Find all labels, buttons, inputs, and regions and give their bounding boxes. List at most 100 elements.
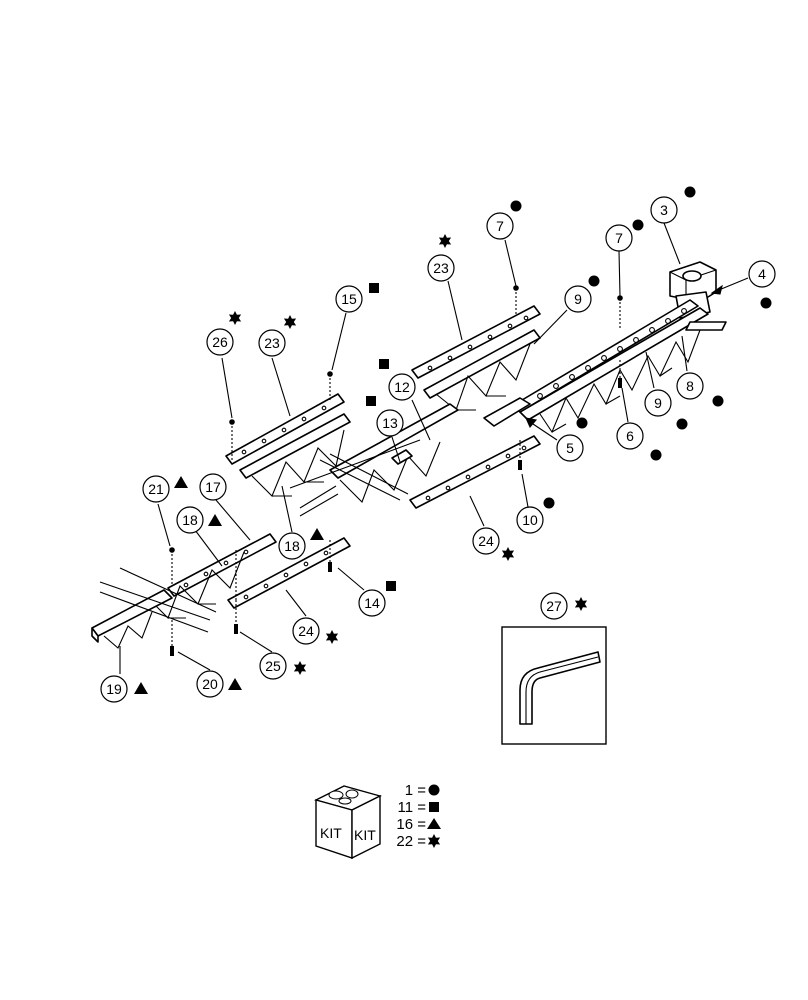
callout-14: 14 (358, 589, 386, 617)
triangle-marker (208, 514, 222, 526)
callout-26: 26 (206, 328, 234, 356)
kit-legend: KIT KIT 1 = 11 = 16 = 22 = (314, 782, 441, 860)
callout-7-right-label: 7 (615, 230, 623, 246)
callout-9-upper-label: 9 (574, 291, 582, 307)
callout-15-label: 15 (341, 291, 357, 307)
callout-12: 12 (388, 373, 416, 401)
callout-24-right: 24 (472, 527, 500, 555)
hold-down-bar-23-upper (411, 305, 541, 379)
callout-23-right: 23 (427, 254, 455, 282)
callouts: 3 4 5 6 7 7 8 9 9 10 12 13 14 15 17 18 1… (100, 196, 776, 703)
callout-8-label: 8 (686, 378, 694, 394)
callout-5: 5 (556, 434, 584, 462)
callout-24-left-label: 24 (298, 623, 314, 639)
legend-row-triangle: 16 = (396, 816, 441, 833)
star-marker (283, 315, 297, 329)
callout-9-upper: 9 (564, 285, 592, 313)
square-marker (366, 396, 376, 406)
knife-bar-5 (483, 397, 531, 427)
callout-18-left: 18 (176, 506, 204, 534)
callout-13: 13 (376, 409, 404, 437)
knife-head-19 (91, 589, 173, 649)
legend-row-star: 22 = (396, 833, 441, 850)
callout-9-lower: 9 (644, 389, 672, 417)
star-marker (501, 547, 515, 561)
callout-12-label: 12 (394, 379, 410, 395)
circle-marker (543, 497, 555, 509)
triangle-marker (174, 476, 188, 488)
callout-27: 27 (540, 592, 568, 620)
alignment-lines (171, 292, 621, 646)
callout-17: 17 (199, 473, 227, 501)
callout-9-lower-label: 9 (654, 395, 662, 411)
circle-marker (510, 200, 522, 212)
callout-20: 20 (196, 670, 224, 698)
triangle-marker (310, 528, 324, 540)
callout-15: 15 (335, 285, 363, 313)
square-marker (379, 359, 389, 369)
callout-19-label: 19 (106, 681, 122, 697)
star-marker (438, 234, 452, 248)
callout-13-label: 13 (382, 415, 398, 431)
callout-26-label: 26 (212, 334, 228, 350)
circle-marker (588, 275, 600, 287)
hex-key-inset (501, 626, 607, 745)
callout-7-left: 7 (486, 212, 514, 240)
legend-qty-1: 1 = (405, 782, 427, 799)
callout-3: 3 (650, 196, 678, 224)
legend-qty-11: 11 = (398, 799, 427, 816)
callout-4: 4 (748, 260, 776, 288)
legend-qty-22: 22 = (396, 833, 426, 850)
callout-20-label: 20 (202, 676, 218, 692)
fasteners (169, 285, 623, 656)
circle-marker (760, 297, 772, 309)
callout-21-label: 21 (148, 481, 164, 497)
wear-bar-24-middle (227, 537, 351, 609)
callout-17-label: 17 (205, 479, 221, 495)
star-marker (574, 597, 588, 611)
callout-23-right-label: 23 (433, 260, 449, 276)
square-marker (369, 283, 379, 293)
circle-symbol (428, 784, 440, 796)
star-marker (325, 630, 339, 644)
callout-18-left-label: 18 (182, 512, 198, 528)
legend-qty-16: 16 = (396, 816, 426, 833)
callout-4-label: 4 (758, 266, 766, 282)
circle-marker (684, 186, 696, 198)
circle-marker (650, 449, 662, 461)
triangle-marker (228, 678, 242, 690)
star-marker (228, 311, 242, 325)
star-marker (293, 661, 307, 675)
callout-21: 21 (142, 475, 170, 503)
circle-marker (632, 219, 644, 231)
callout-7-left-label: 7 (496, 218, 504, 234)
callout-6: 6 (616, 422, 644, 450)
legend-row-square: 11 = (398, 799, 439, 816)
circle-marker (676, 418, 688, 430)
knife-back-bar (511, 299, 727, 434)
callout-6-label: 6 (626, 428, 634, 444)
callout-18-center: 18 (278, 532, 306, 560)
callout-3-label: 3 (660, 202, 668, 218)
leader-lines (119, 222, 749, 674)
triangle-marker (134, 682, 148, 694)
square-marker (386, 581, 396, 591)
knife-center-assembly (289, 403, 459, 517)
callout-8: 8 (676, 372, 704, 400)
callout-24-left: 24 (292, 617, 320, 645)
kit-markers (134, 186, 772, 694)
callout-5-label: 5 (566, 440, 574, 456)
circle-marker (576, 417, 588, 429)
star-symbol (427, 834, 441, 848)
square-symbol (429, 802, 439, 812)
legend-row-circle: 1 = (405, 782, 440, 799)
callout-25: 25 (259, 652, 287, 680)
callout-10: 10 (516, 506, 544, 534)
kit-box-icon: KIT KIT (314, 785, 382, 860)
kit-label-right: KIT (354, 827, 376, 843)
kit-label-left: KIT (320, 825, 342, 841)
callout-25-label: 25 (265, 658, 281, 674)
callout-19: 19 (100, 675, 128, 703)
callout-23-left-label: 23 (264, 335, 280, 351)
